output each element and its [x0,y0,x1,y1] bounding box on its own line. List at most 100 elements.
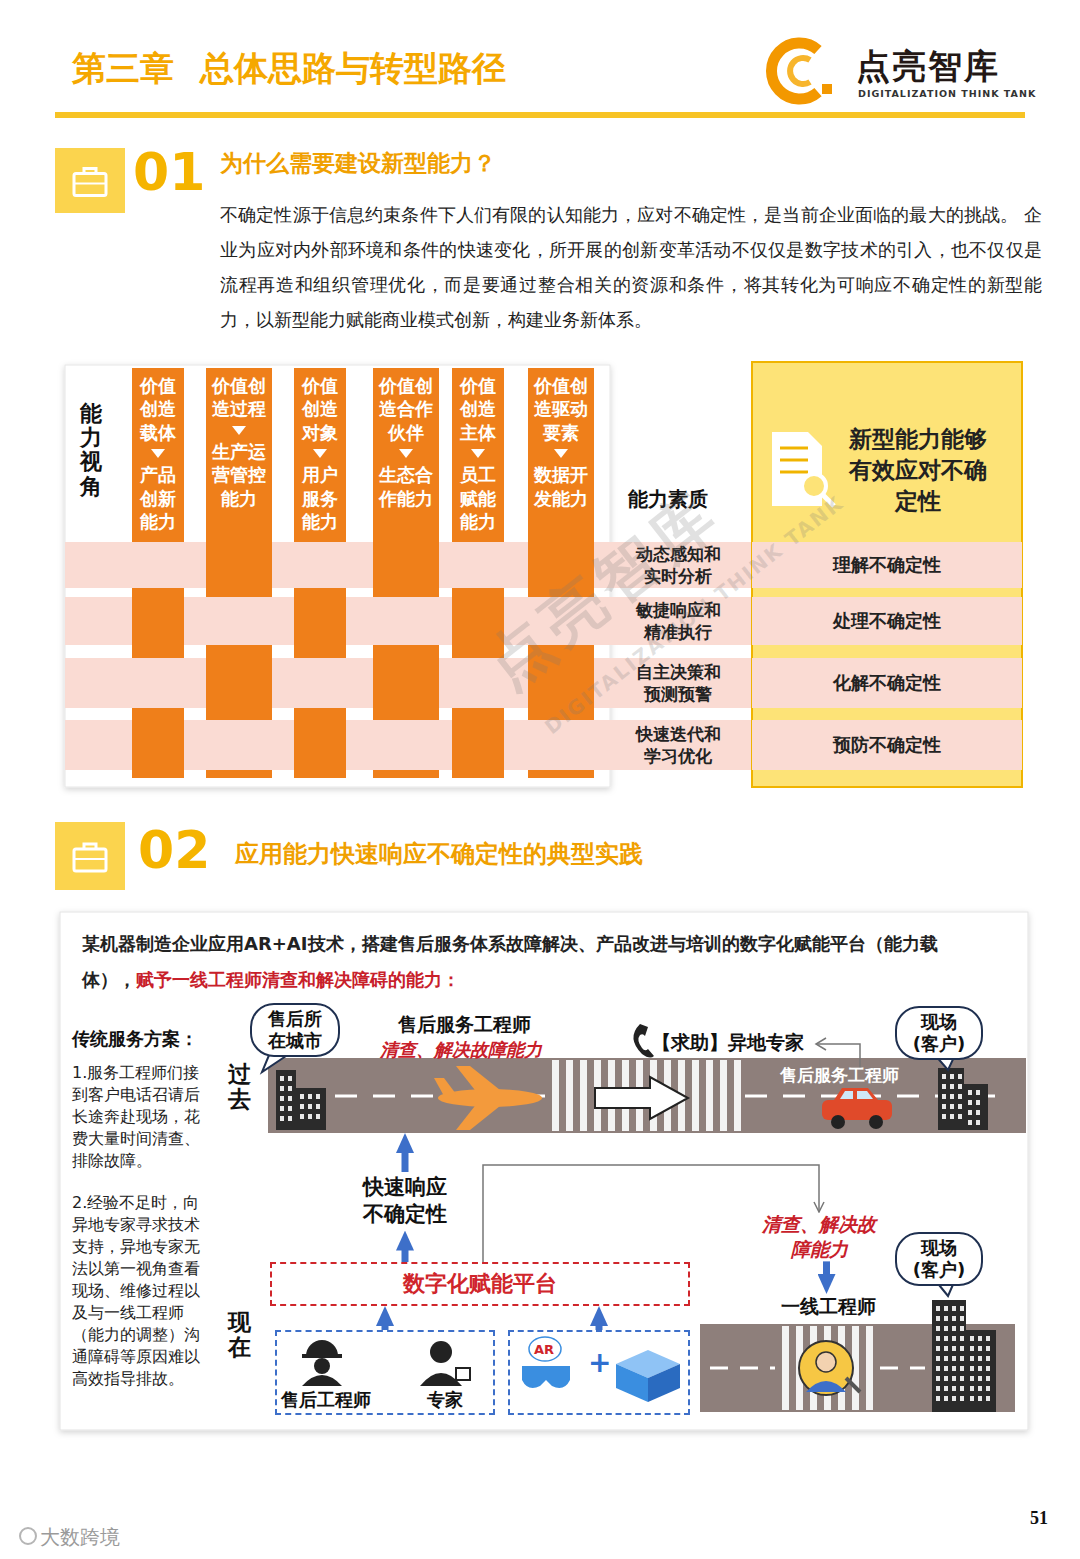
worker-body [302,1375,342,1386]
node-text: 处理不确定性 [833,609,941,633]
building-window [280,1076,284,1081]
building-window [968,1120,972,1125]
engineer-badge [799,1341,853,1395]
section-badge [55,148,125,213]
node-text: 数字化赋能平台 [403,1269,557,1299]
weave-patch [294,658,346,708]
weave-patch [294,542,346,588]
node-text: 预防不确定性 [833,733,941,757]
building-window [960,1376,964,1381]
building-window [300,1114,304,1119]
node-text: 生产运营管控能力 [210,440,268,510]
zebra-stripe [866,1326,873,1410]
zebra-stripe [782,1326,789,1410]
building-window [944,1366,948,1371]
text-label: 02 [138,818,210,882]
helmet-icon [306,1340,338,1356]
building-window [960,1356,964,1361]
text-label: 过去 [228,1062,251,1113]
node-text: 价值创造主体 [456,374,500,458]
building-window [936,1386,940,1391]
plane-wing [456,1066,505,1094]
header-rule [55,112,1025,118]
uncertainty-band: 预防不确定性 [752,720,1022,770]
node-text: 价值创造对象 [298,374,342,458]
plane-tail [434,1078,456,1096]
case-frame [60,912,1028,1430]
text-label: 为什么需要建设新型能力？ [220,148,496,179]
building-window [942,1094,946,1099]
building-window [952,1316,956,1321]
weave-patch [452,542,504,588]
briefcase-handle [84,169,96,174]
building-window [936,1356,940,1361]
car-wheel [831,1115,845,1129]
building-window [958,1074,962,1079]
car-body [822,1100,892,1120]
column-fill [373,368,439,778]
node-text: 快速迭代和学习优化 [628,723,728,767]
building-window [986,1356,990,1361]
node-text: 售后工程师 [281,1388,371,1412]
logo-arc [771,43,818,99]
node-text: 价值创造合作伙伴 [377,374,435,458]
connector [402,1243,409,1262]
text-label: 应用能力快速响应不确定性的典型实践 [235,838,643,870]
uncertainty-band: 处理不确定性 [752,597,1022,645]
briefcase-line [74,858,106,860]
building [938,1068,964,1130]
node-text: 售后所在城市 [266,1008,324,1052]
text-label: 现在 [228,1310,251,1361]
hollow-arrow [595,1077,688,1119]
building-window [986,1346,990,1351]
expert-badge [456,1368,470,1380]
car-roof [834,1088,878,1100]
building-window [952,1306,956,1311]
building-window [968,1090,972,1095]
connector [402,1145,409,1172]
zebra-stripe [580,1060,587,1131]
building-window [936,1316,940,1321]
car-window [840,1091,873,1099]
text-label: 【求助】异地专家 [652,1030,804,1056]
node-text: 生态合作能力 [377,463,435,510]
engineer-box: 一线工程师 [772,1294,884,1318]
node-text: 化解不确定性 [833,671,941,695]
building-window [960,1396,964,1401]
building-window [960,1316,964,1321]
page-title: 第三章 总体思路与转型路径 [72,46,506,92]
text-label: 01 [133,140,205,204]
briefcase-icon [74,174,106,196]
weave-patch [373,720,439,770]
building-window [300,1104,304,1109]
building-window [950,1114,954,1119]
text-label: 1.服务工程师们接到客户电话召请后长途奔赴现场，花费大量时间清查、排除故障。 [72,1062,214,1172]
building-window [986,1366,990,1371]
building-window [968,1110,972,1115]
building-window [308,1094,312,1099]
building-window [960,1366,964,1371]
building [296,1088,326,1130]
logo-arc [790,58,810,84]
page-number: 51 [1030,1508,1048,1529]
capability-column: 价值创造对象用户服务能力 [294,368,346,778]
magnifier-icon [802,474,826,498]
building [964,1084,988,1130]
quality-stripe [65,720,1022,770]
building-window [978,1366,982,1371]
text-label: 点亮智库 [856,44,1000,90]
building-window [952,1376,956,1381]
building-window [978,1386,982,1391]
building-window [986,1386,990,1391]
building-window [978,1396,982,1401]
building-window [960,1336,964,1341]
building-window [944,1326,948,1331]
node-text: 理解不确定性 [833,553,941,577]
road [268,1058,1026,1133]
road-band: 售后服务工程师 [268,1058,1026,1133]
building [932,1300,966,1412]
zebra-stripe [734,1060,741,1131]
building-window [970,1376,974,1381]
leader-head [816,1038,826,1050]
